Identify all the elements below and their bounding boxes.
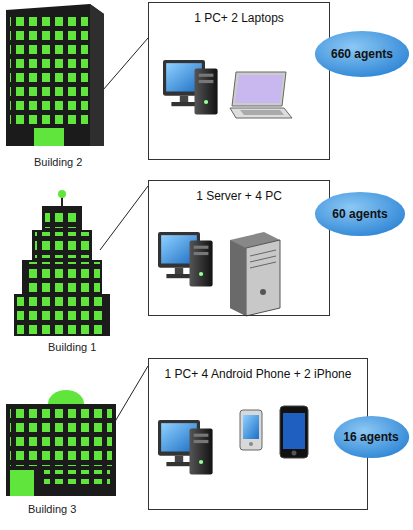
agent-count-ellipse: 660 agents — [314, 30, 410, 78]
device-list: 1 PC+ 4 Android Phone + 2 iPhone — [149, 359, 367, 381]
server-icon — [230, 232, 280, 316]
laptop-icon — [230, 72, 292, 118]
agent-count-ellipse: 60 agents — [314, 191, 406, 237]
building-label: Building 1 — [48, 341, 96, 353]
building-three — [6, 390, 116, 496]
iphone-icon — [280, 406, 308, 458]
device-box: 1 Server + 4 PC — [148, 180, 330, 316]
building-label: Building 3 — [28, 503, 76, 515]
building-one — [14, 190, 110, 336]
agent-count: 16 agents — [333, 430, 410, 444]
leader-line — [100, 186, 148, 250]
agent-count: 60 agents — [314, 207, 406, 221]
pc-icon — [163, 60, 218, 115]
agent-count: 660 agents — [314, 47, 410, 61]
device-box: 1 PC+ 2 Laptops — [148, 2, 330, 160]
building-label: Building 2 — [34, 156, 82, 168]
device-list: 1 PC+ 2 Laptops — [149, 3, 329, 25]
device-list: 1 Server + 4 PC — [149, 181, 329, 203]
android-phone-icon — [240, 410, 262, 450]
leader-line — [103, 38, 148, 90]
pc-icon — [158, 232, 213, 287]
agent-count-ellipse: 16 agents — [333, 415, 410, 459]
pc-icon — [158, 420, 213, 475]
building-two — [6, 4, 104, 146]
